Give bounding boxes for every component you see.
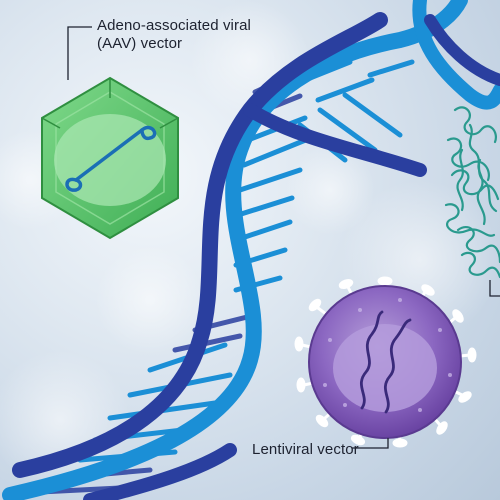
lentiviral-label-leader [352,438,389,449]
protein-label-leader [489,280,500,297]
lentivirus-icon [294,276,477,448]
lentiviral-vector-label: Lentiviral vector [252,441,359,458]
aav-capsid-icon [41,76,179,240]
aav-dna-cargo-icon [65,125,157,192]
aav-vector-label: Adeno-associated viral (AAV) vector [97,17,251,52]
aav-label-leader [67,26,92,80]
lentivirus-rna-icon [360,310,412,414]
protein-structure-icon [444,106,500,279]
